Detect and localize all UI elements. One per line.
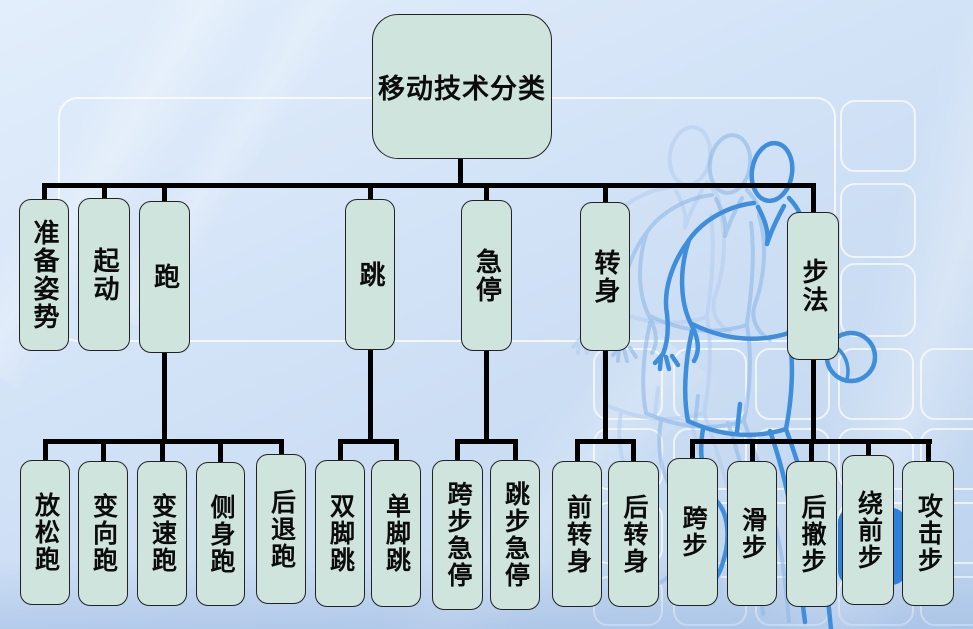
node-jump-stop: 跳步急停: [490, 460, 540, 610]
node-label: 急停: [472, 247, 502, 304]
node-backward-run: 后退跑: [256, 454, 306, 604]
node-direction-change-run: 变向跑: [78, 461, 128, 606]
connector: [43, 439, 48, 461]
node-label: 跨步: [679, 505, 706, 559]
connector: [866, 439, 871, 456]
node-label: 移动技术分类: [378, 74, 546, 104]
connector: [162, 351, 167, 444]
node-one-foot-jump: 单脚跳: [371, 460, 421, 607]
connector: [603, 351, 608, 444]
connector: [603, 183, 608, 203]
node-label: 变速跑: [148, 493, 176, 574]
node-label: 后退跑: [267, 488, 295, 570]
node-turn: 转身: [580, 202, 630, 351]
connector: [513, 439, 518, 461]
node-root-movement-technique-classification: 移动技术分类: [372, 14, 552, 159]
node-label: 起动: [90, 246, 119, 303]
connector: [394, 439, 399, 461]
bg-grid-cell: [838, 348, 914, 420]
node-label: 绕前步: [854, 489, 882, 571]
node-attack-step: 攻击步: [902, 461, 954, 606]
connector: [279, 439, 284, 455]
node-label: 放松跑: [31, 492, 59, 573]
node-label: 双脚跳: [326, 493, 354, 574]
connector: [811, 360, 816, 444]
node-label: 跳: [356, 260, 385, 289]
connector: [484, 351, 489, 444]
node-jump: 跳: [345, 199, 395, 350]
connector: [926, 439, 931, 462]
connector: [455, 439, 460, 461]
connector: [575, 439, 636, 444]
node-side-run: 侧身跑: [196, 462, 245, 606]
node-label: 滑步: [738, 506, 766, 561]
node-label: 后转身: [620, 493, 647, 575]
node-footwork: 步法: [787, 212, 839, 360]
connector: [809, 439, 814, 461]
connector: [162, 183, 167, 202]
node-label: 跳步急停: [501, 481, 529, 589]
bg-grid-cell: [840, 263, 916, 337]
connector: [338, 439, 398, 444]
node-retreat-step: 后撤步: [786, 461, 837, 607]
bg-grid-cell: [840, 100, 916, 172]
connector: [484, 183, 489, 201]
node-label: 步法: [799, 258, 828, 314]
node-label: 后撤步: [798, 493, 825, 575]
connector: [690, 439, 695, 459]
connector: [455, 439, 517, 444]
node-label: 准备姿势: [30, 219, 59, 331]
node-front-turn: 前转身: [552, 461, 602, 607]
connector: [101, 439, 106, 462]
connector: [218, 439, 223, 463]
connector: [575, 439, 580, 462]
bg-grid-cell: [673, 348, 747, 420]
node-label: 单脚跳: [382, 493, 410, 574]
node-quick-stop: 急停: [461, 200, 512, 351]
node-stride-step: 跨步: [667, 458, 718, 606]
bg-grid-cell: [840, 183, 916, 258]
node-label: 侧身跑: [207, 493, 234, 575]
connector: [368, 350, 373, 444]
node-wrap-front-step: 绕前步: [842, 455, 894, 605]
connector: [750, 439, 755, 462]
connector: [631, 439, 636, 462]
node-label: 前转身: [563, 493, 591, 575]
node-label: 跨步急停: [444, 481, 471, 589]
node-stride-stop: 跨步急停: [432, 460, 483, 610]
connector: [42, 183, 47, 200]
connector: [338, 439, 343, 461]
node-label: 转身: [591, 248, 620, 305]
node-label: 攻击步: [914, 493, 942, 574]
node-run: 跑: [139, 201, 190, 353]
bg-grid-cell: [920, 348, 973, 420]
node-slide-step: 滑步: [727, 461, 777, 606]
connector: [160, 439, 165, 462]
connector: [811, 183, 816, 213]
node-rear-turn: 后转身: [608, 461, 659, 607]
connector: [102, 183, 107, 200]
connector: [42, 183, 816, 188]
connector: [368, 183, 373, 200]
node-label: 跑: [150, 263, 180, 291]
node-two-foot-jump: 双脚跳: [315, 460, 365, 607]
node-speed-change-run: 变速跑: [137, 461, 187, 606]
connector: [458, 157, 463, 185]
node-relaxed-run: 放松跑: [20, 460, 70, 605]
node-label: 变向跑: [89, 493, 117, 574]
node-ready-stance: 准备姿势: [19, 199, 69, 351]
node-start: 起动: [78, 198, 130, 351]
